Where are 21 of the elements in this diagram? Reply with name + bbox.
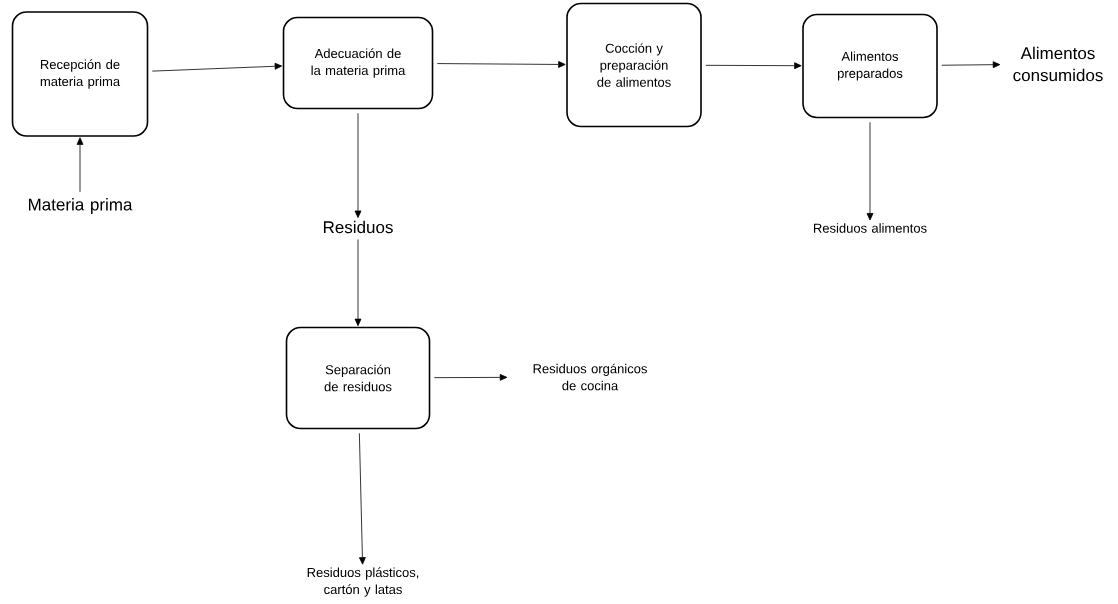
arrow [354, 239, 362, 327]
arrow [76, 137, 84, 193]
process-box: Adecuación de la materia prima [282, 16, 434, 110]
process-box: Alimentos preparados [802, 13, 938, 119]
flow-label: Residuos orgánicos de cocina [533, 363, 647, 391]
process-box: Cocción y preparación de alimentos [566, 2, 702, 128]
arrow [354, 112, 362, 218]
arrow [358, 432, 366, 565]
process-box: Recepción de materia prima [11, 11, 149, 137]
arrow [436, 61, 566, 68]
arrow [941, 61, 1001, 69]
arrow [705, 62, 802, 70]
flow-label: Residuos plásticos, cartón y latas [307, 567, 419, 597]
process-box: Separación de residuos [285, 326, 431, 430]
flow-label: Alimentos consumidos [1013, 46, 1103, 82]
arrow [866, 121, 874, 221]
flow-label: Residuos alimentos [814, 223, 927, 233]
arrow [433, 374, 508, 381]
flow-label: Residuos [323, 220, 393, 234]
arrow [151, 62, 283, 72]
flow-label: Materia prima [29, 198, 133, 214]
